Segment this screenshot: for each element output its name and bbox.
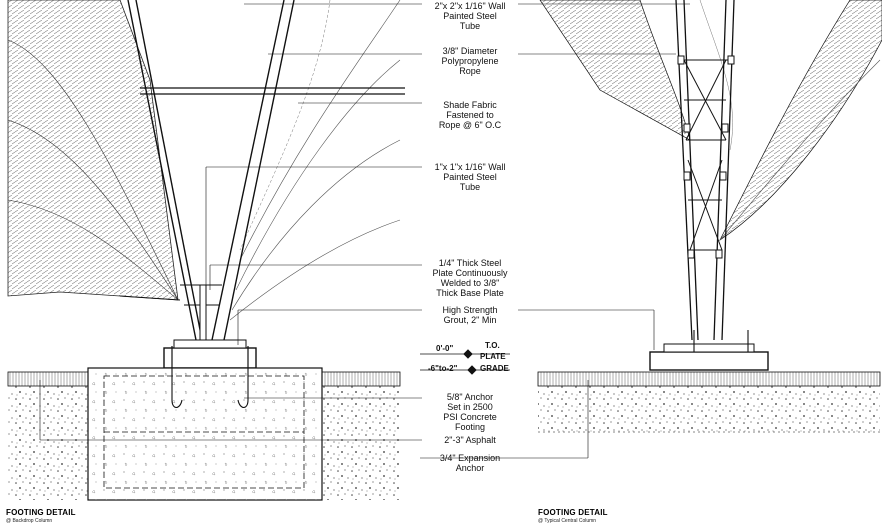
callout-tube-large: 2"x 2"x 1/16" Wall Painted Steel Tube bbox=[434, 1, 506, 31]
callout-anchor: 5/8" Anchor Set in 2500 PSI Concrete Foo… bbox=[443, 392, 497, 432]
elevation-marker-grade bbox=[467, 365, 477, 375]
left-footing-detail bbox=[7, 0, 422, 501]
asphalt-right bbox=[537, 371, 881, 387]
base-plate-left bbox=[163, 347, 257, 369]
elevation-top-plate-label-2: PLATE bbox=[480, 352, 506, 361]
callout-tube-small: 1"x 1"x 1/16" Wall Painted Steel Tube bbox=[434, 162, 506, 192]
shade-fabric-right-a bbox=[539, 0, 691, 141]
callout-rope: 3/8" Diameter Polypropylene Rope bbox=[441, 46, 499, 76]
right-footing-detail bbox=[420, 0, 882, 459]
callout-plate: 1/4" Thick Steel Plate Continuously Weld… bbox=[432, 258, 508, 298]
title-right: FOOTING DETAIL bbox=[538, 508, 608, 517]
ground-right bbox=[538, 386, 880, 432]
callout-grout: High Strength Grout, 2" Min bbox=[442, 305, 498, 325]
callout-shade-fabric: Shade Fabric Fastened to Rope @ 6" O.C bbox=[438, 100, 502, 130]
callout-expansion: 3/4" Expansion Anchor bbox=[439, 453, 501, 473]
elevation-top-plate-label-1: T.O. bbox=[485, 341, 500, 350]
rope-net-right bbox=[239, 0, 401, 261]
title-left: FOOTING DETAIL bbox=[6, 508, 76, 517]
elevation-grade-label: GRADE bbox=[480, 364, 509, 373]
elevation-grade-value: -6"to-2" bbox=[428, 364, 458, 373]
elevation-markers bbox=[420, 349, 510, 375]
subtitle-right: @ Typical Central Column bbox=[538, 518, 597, 524]
elevation-marker-top bbox=[463, 349, 473, 359]
elevation-top-plate-value: 0'-0" bbox=[436, 344, 454, 353]
base-plate-right bbox=[649, 351, 769, 371]
shade-fabric-right-b bbox=[719, 0, 882, 242]
subtitle-left: @ Backdrop Column bbox=[6, 518, 53, 524]
callout-asphalt: 2"-3" Asphalt bbox=[444, 435, 496, 445]
shade-fabric-left bbox=[7, 0, 179, 301]
